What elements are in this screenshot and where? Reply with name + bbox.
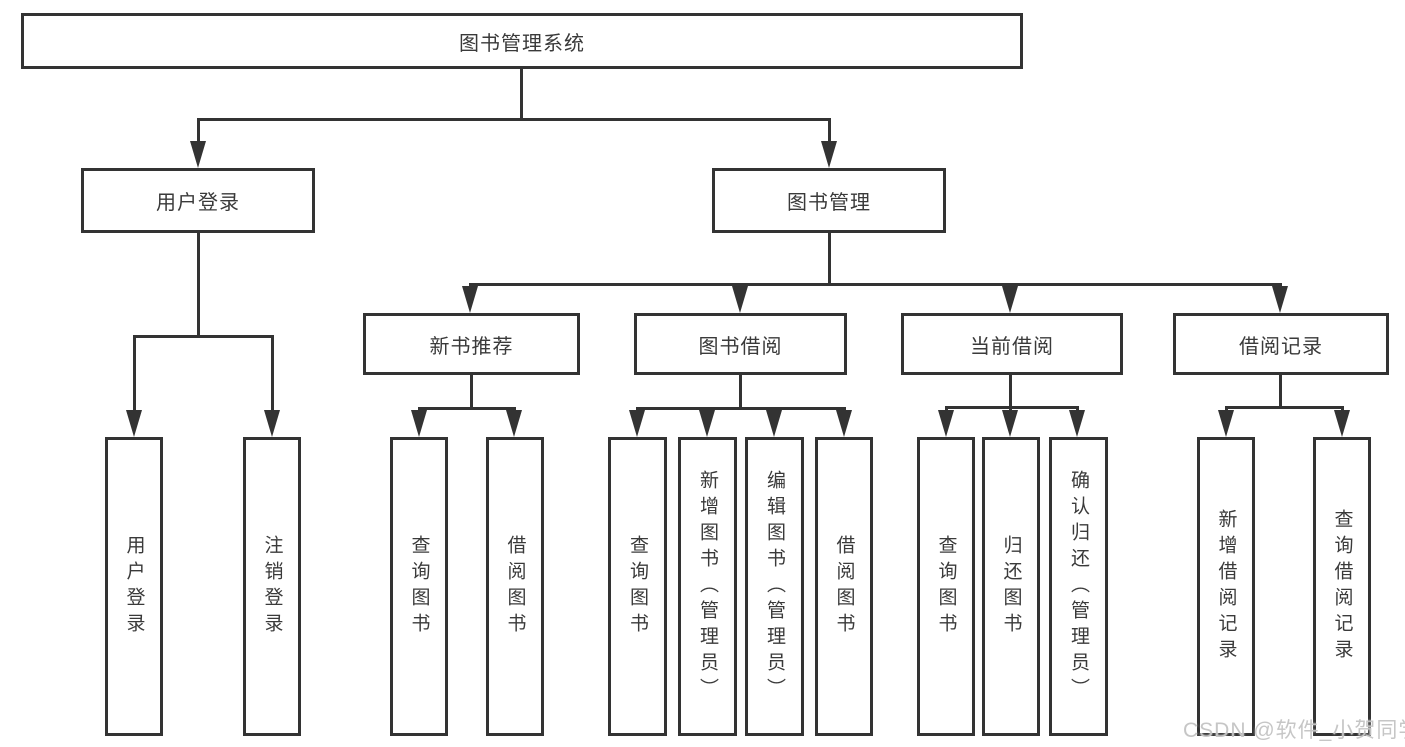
leaf-borrow-query-books: 查询图书 — [608, 437, 667, 736]
connector-line — [197, 118, 200, 144]
arrowhead-down-icon — [506, 410, 522, 437]
connector-line — [828, 233, 831, 285]
connector-line — [197, 233, 200, 337]
leaf-borrow-query-books-label: 查询图书 — [627, 534, 648, 639]
arrowhead-down-icon — [1272, 286, 1288, 313]
node-book-borrow: 图书借阅 — [634, 313, 847, 375]
leaf-newrec-borrow-books: 借阅图书 — [486, 437, 544, 736]
leaf-query-borrow-record-label: 查询借阅记录 — [1331, 508, 1353, 665]
leaf-borrow-borrow-books-label: 借阅图书 — [833, 534, 855, 639]
leaf-return-books-label: 归还图书 — [1000, 534, 1022, 639]
leaf-newrec-query-books: 查询图书 — [390, 437, 448, 736]
connector-line — [133, 335, 136, 412]
node-new-book-recommend: 新书推荐 — [363, 313, 580, 375]
connector-line — [197, 118, 831, 121]
leaf-return-books: 归还图书 — [982, 437, 1040, 736]
leaf-confirm-return-admin: 确认归还（管理员） — [1049, 437, 1108, 736]
leaf-add-books-admin: 新增图书（管理员） — [678, 437, 737, 736]
arrowhead-down-icon — [699, 410, 715, 437]
leaf-logout-label: 注销登录 — [261, 534, 283, 639]
leaf-confirm-return-admin-label: 确认归还（管理员） — [1068, 469, 1089, 704]
arrowhead-down-icon — [1218, 410, 1234, 437]
connector-line — [636, 407, 846, 410]
leaf-query-borrow-record: 查询借阅记录 — [1313, 437, 1371, 736]
leaf-user-login-label: 用户登录 — [123, 534, 145, 639]
arrowhead-down-icon — [1002, 410, 1018, 437]
node-new-book-recommend-label: 新书推荐 — [429, 335, 514, 358]
connector-line — [1279, 375, 1282, 408]
arrowhead-down-icon — [1334, 410, 1350, 437]
arrowhead-down-icon — [836, 410, 852, 437]
leaf-logout: 注销登录 — [243, 437, 301, 736]
arrowhead-down-icon — [732, 286, 748, 313]
node-borrow-records: 借阅记录 — [1173, 313, 1389, 375]
connector-line — [469, 283, 1282, 286]
node-root-label: 图书管理系统 — [459, 32, 585, 55]
arrowhead-down-icon — [264, 410, 280, 437]
leaf-edit-books-admin: 编辑图书（管理员） — [745, 437, 804, 736]
arrowhead-down-icon — [938, 410, 954, 437]
connector-line — [1341, 406, 1344, 413]
connector-line — [271, 335, 274, 412]
connector-line — [470, 375, 473, 409]
arrowhead-down-icon — [766, 410, 782, 437]
arrowhead-down-icon — [190, 141, 206, 168]
node-root: 图书管理系统 — [21, 13, 1023, 69]
node-borrow-records-label: 借阅记录 — [1239, 335, 1323, 358]
connector-line — [1009, 406, 1012, 413]
leaf-current-query-books-label: 查询图书 — [935, 534, 957, 639]
connector-line — [418, 407, 516, 410]
connector-line — [1225, 406, 1343, 409]
arrowhead-down-icon — [821, 141, 837, 168]
node-current-borrow: 当前借阅 — [901, 313, 1123, 375]
node-book-management: 图书管理 — [712, 168, 946, 233]
connector-line — [520, 69, 523, 118]
arrowhead-down-icon — [1069, 410, 1085, 437]
leaf-add-borrow-record-label: 新增借阅记录 — [1215, 508, 1237, 665]
connector-line — [828, 118, 831, 144]
node-book-borrow-label: 图书借阅 — [698, 335, 783, 358]
arrowhead-down-icon — [629, 410, 645, 437]
node-current-borrow-label: 当前借阅 — [970, 335, 1054, 358]
connector-line — [945, 406, 948, 413]
leaf-user-login: 用户登录 — [105, 437, 163, 736]
connector-line — [739, 375, 742, 409]
arrowhead-down-icon — [462, 286, 478, 313]
arrowhead-down-icon — [1002, 286, 1018, 313]
connector-line — [1009, 375, 1012, 408]
arrowhead-down-icon — [411, 410, 427, 437]
node-book-management-label: 图书管理 — [787, 192, 871, 214]
leaf-add-books-admin-label: 新增图书（管理员） — [697, 469, 718, 704]
connector-line — [1225, 406, 1228, 413]
leaf-borrow-borrow-books: 借阅图书 — [815, 437, 873, 736]
arrowhead-down-icon — [126, 410, 142, 437]
connector-line — [945, 406, 1079, 409]
leaf-newrec-query-books-label: 查询图书 — [408, 534, 430, 639]
connector-line — [1076, 406, 1079, 413]
leaf-add-borrow-record: 新增借阅记录 — [1197, 437, 1255, 736]
leaf-edit-books-admin-label: 编辑图书（管理员） — [764, 469, 785, 704]
node-user-login-label: 用户登录 — [156, 192, 240, 214]
leaf-newrec-borrow-books-label: 借阅图书 — [504, 534, 526, 639]
leaf-current-query-books: 查询图书 — [917, 437, 975, 736]
node-user-login: 用户登录 — [81, 168, 315, 233]
csdn-watermark: CSDN @软件_小贺同学 — [1183, 719, 1405, 742]
connector-line — [133, 335, 274, 338]
